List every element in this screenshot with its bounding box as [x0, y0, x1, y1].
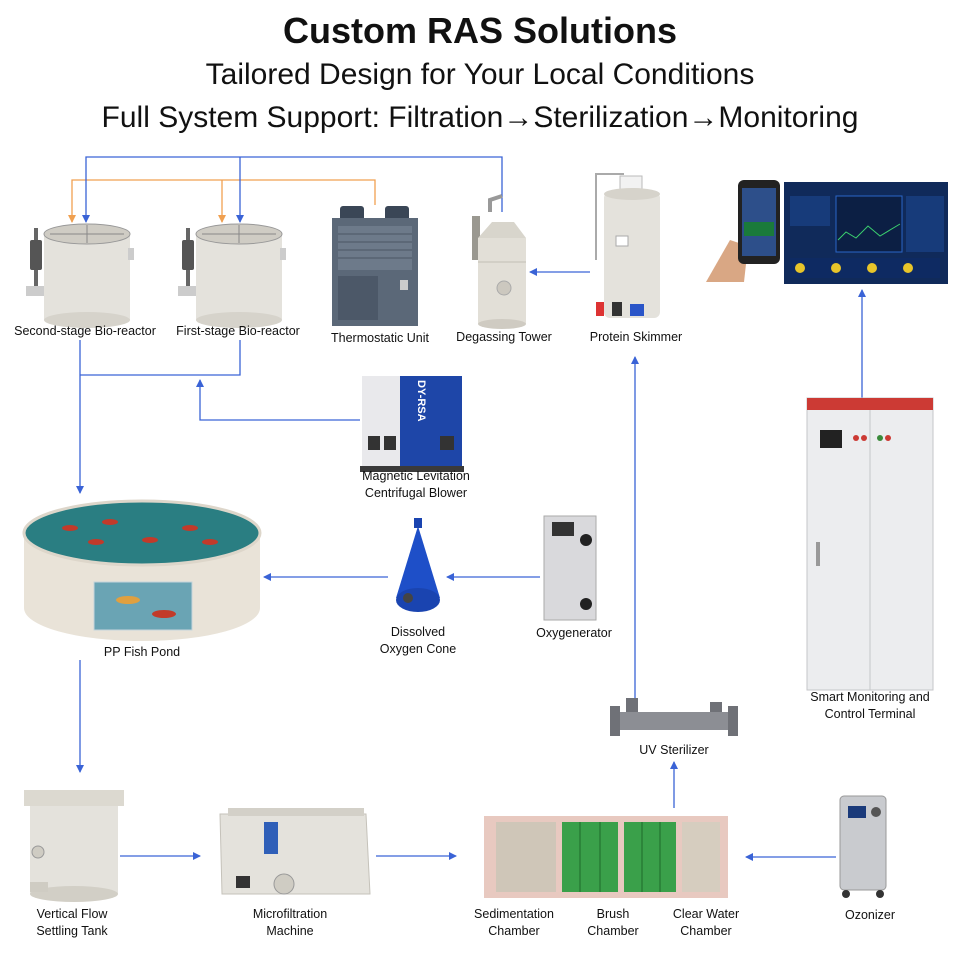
blower-icon — [360, 376, 464, 472]
oxygenerator-icon — [543, 515, 597, 621]
first-stage-bioreactor-label: First-stage Bio-reactor — [176, 324, 300, 338]
chamber-assembly-icon — [484, 816, 728, 898]
degassing-tower-label: Degassing Tower — [456, 330, 552, 344]
microfiltration-icon — [219, 808, 371, 895]
oxygen-cone-icon — [396, 518, 440, 612]
control-cabinet-icon — [806, 397, 934, 691]
protein-skimmer-label: Protein Skimmer — [589, 330, 683, 344]
ozonizer-icon — [839, 795, 887, 898]
first-stage-bioreactor-icon — [178, 223, 286, 328]
thermostatic-unit-icon — [332, 206, 418, 326]
heat-lines — [68, 179, 376, 223]
ozonizer-label: Ozonizer — [844, 908, 896, 922]
thermostatic-unit-label: Thermostatic Unit — [331, 331, 429, 345]
blower-brand-text: DY-RSA — [415, 380, 427, 422]
fish-pond-icon — [22, 499, 262, 641]
page-title: Custom RAS Solutions — [283, 10, 677, 51]
monitoring-display-icon — [706, 180, 948, 284]
degassing-tower-icon — [472, 194, 526, 329]
settling-tank-icon — [24, 790, 124, 902]
uv-sterilizer-icon — [610, 698, 738, 736]
second-stage-bioreactor-label: Second-stage Bio-reactor — [14, 324, 156, 338]
support-line: Full System Support: Filtration→Steriliz… — [101, 101, 859, 134]
second-stage-bioreactor-icon — [26, 223, 134, 328]
flow-lines — [76, 156, 866, 861]
page-subtitle: Tailored Design for Your Local Condition… — [205, 58, 755, 91]
fish-pond-label: PP Fish Pond — [103, 645, 181, 659]
oxygenerator-label: Oxygenerator — [536, 626, 612, 640]
uv-sterilizer-label: UV Sterilizer — [639, 743, 709, 757]
protein-skimmer-icon — [595, 173, 660, 318]
